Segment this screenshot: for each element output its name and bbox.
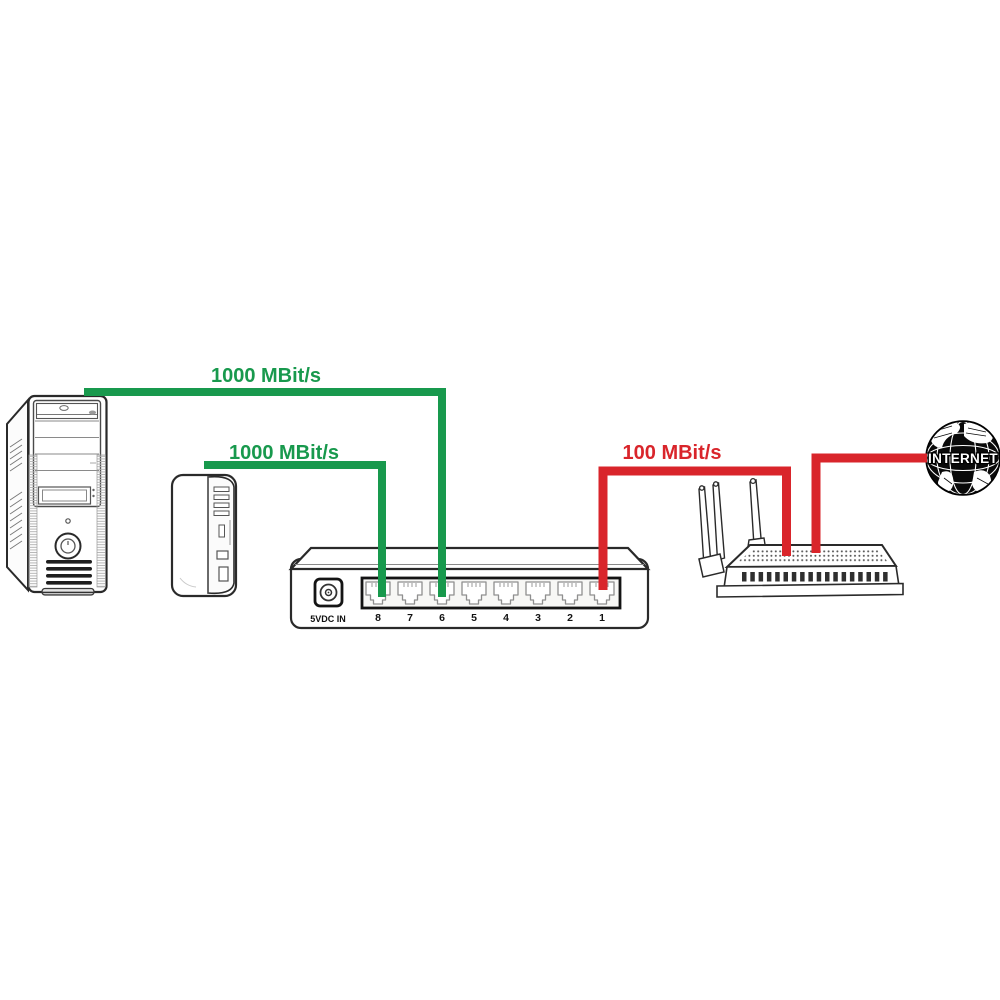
router-vent-grid (736, 549, 888, 563)
speed-label-pc-link: 1000 MBit/s (211, 365, 321, 387)
switch-power-label: 5VDC IN (310, 614, 346, 624)
port-number-4: 4 (503, 612, 509, 624)
port-number-8: 8 (375, 612, 381, 624)
port-number-5: 5 (471, 612, 477, 624)
nas-button (218, 524, 225, 538)
cable-pc-to-switch-port6 (84, 388, 446, 597)
speed-label-router-link: 100 MBit/s (623, 442, 722, 464)
wireless-router (698, 477, 904, 598)
network-switch: 5VDC IN 8 7 6 5 4 3 2 1 (288, 546, 651, 630)
nas-port-2 (218, 566, 229, 582)
port-number-6: 6 (439, 612, 445, 624)
pc-foot (41, 587, 95, 596)
pc-vent-slats (46, 560, 92, 585)
pc-small-bay (37, 486, 95, 505)
eject-button (88, 410, 97, 415)
pc-grip-left (28, 454, 38, 588)
pc-led (65, 518, 71, 524)
globe-continent-hatch (931, 425, 989, 485)
pc-side-vents (9, 438, 23, 550)
pc-drive-bays (35, 420, 99, 471)
nas-drive (170, 473, 238, 598)
cable-switch-port1-to-router (598, 466, 791, 590)
port-number-7: 7 (407, 612, 413, 624)
desktop-pc (6, 394, 108, 596)
globe-grid (927, 422, 999, 494)
pc-grip-right (96, 454, 106, 588)
antenna-mount (698, 553, 725, 578)
pc-optical-drive (35, 402, 99, 420)
speed-label-nas-link: 1000 MBit/s (229, 442, 339, 464)
cable-router-to-internet (811, 453, 927, 553)
internet-globe-icon: INTERNET (925, 420, 1000, 496)
pc-power-button (54, 532, 82, 560)
internet-label: INTERNET (928, 451, 998, 466)
antenna-1 (698, 485, 712, 567)
router-front-connectors (742, 572, 888, 582)
switch-lid (288, 546, 651, 571)
antenna-2 (712, 481, 726, 561)
nas-vents (213, 486, 230, 516)
switch-power-jack (313, 577, 344, 608)
port-number-3: 3 (535, 612, 541, 624)
nas-port-1 (216, 550, 229, 560)
port-number-1: 1 (599, 612, 605, 624)
cable-nas-to-switch-port8 (204, 461, 386, 597)
router-base-lip (716, 582, 904, 598)
antenna-3 (746, 477, 767, 554)
port-number-2: 2 (567, 612, 573, 624)
